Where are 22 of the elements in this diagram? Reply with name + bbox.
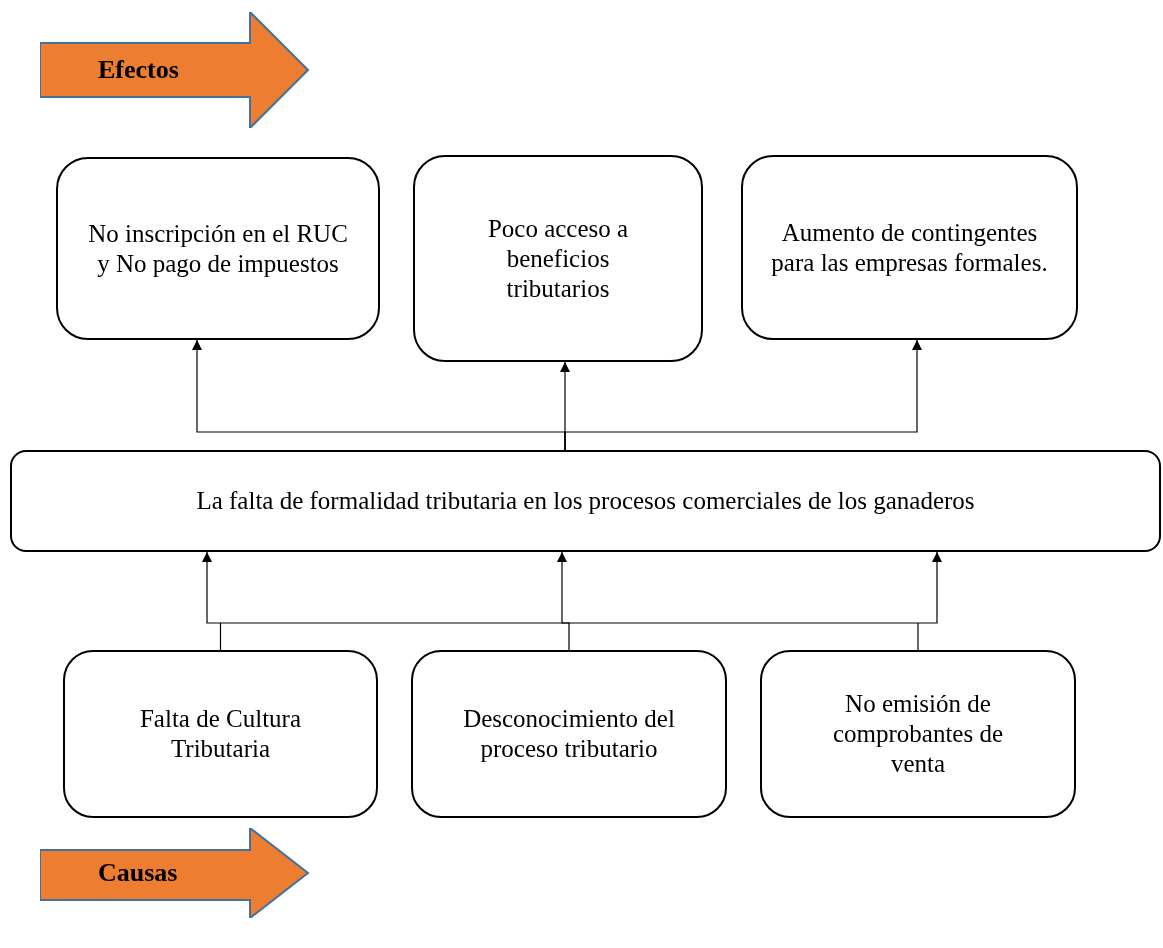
arrow [564,339,922,451]
arrow [561,551,942,651]
arrow [557,551,570,651]
node-text: La falta de formalidad tributaria en los procesos comerciales de los ganaderos [196,486,975,516]
process-box [741,155,1078,340]
node-text: Desconocimiento del proceso tributario [462,704,676,764]
process-box [760,650,1076,818]
node-text: Poco acceso a beneficios tributarios [486,213,630,304]
process-box [56,157,380,340]
arrow [202,551,563,651]
node-text: Causas [98,857,178,889]
arrow-shape [40,828,310,918]
node-text: No inscripción en el RUC y No pago de impuestos [88,218,348,279]
node-text: Efectos [98,54,179,86]
process-box [63,650,378,818]
node-text: Aumento de contingentes para las empresas formales. [770,217,1049,278]
process-box [413,155,703,362]
arrow-shape [40,12,310,128]
process-box [411,650,727,818]
process-box [10,450,1161,552]
node-text: No emisión de comprobantes de venta [831,689,1005,779]
node-text: Falta de Cultura Tributaria [138,704,303,764]
